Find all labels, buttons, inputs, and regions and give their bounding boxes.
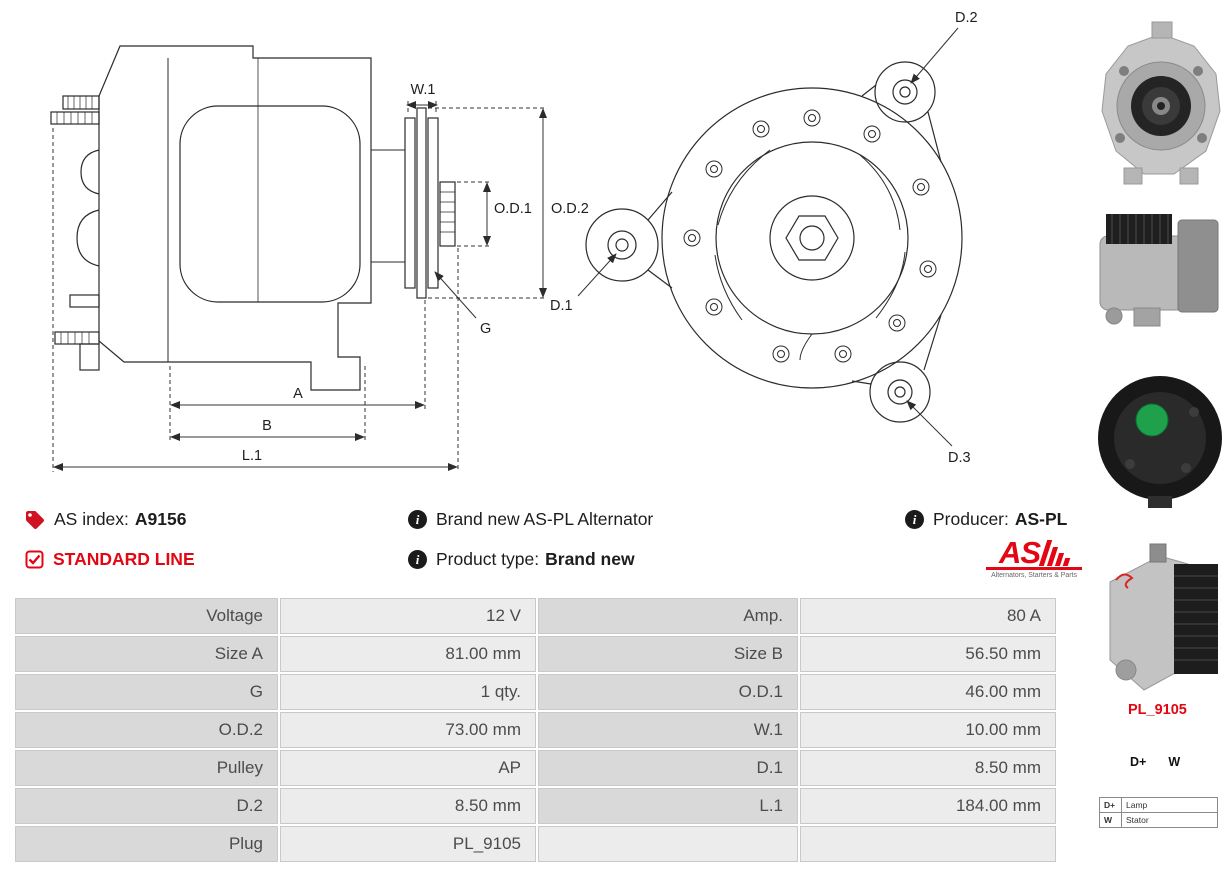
- spec-table: Voltage 12 V Amp. 80 A Size A 81.00 mm S…: [15, 598, 1056, 862]
- front-view-leaders: [577, 27, 959, 447]
- spec-value: PL_9105: [280, 826, 536, 862]
- aspl-logo-stripes: [1038, 540, 1071, 566]
- spec-value: 1 qty.: [280, 674, 536, 710]
- spec-value: 12 V: [280, 598, 536, 634]
- spec-label: Pulley: [15, 750, 278, 786]
- spec-value: 10.00 mm: [800, 712, 1056, 748]
- dim-label-w1: W.1: [411, 82, 436, 98]
- dim-label-b: B: [262, 418, 272, 434]
- spec-value: [800, 826, 1056, 862]
- brand-new-row: i Brand new AS-PL Alternator: [408, 509, 653, 530]
- spec-label: O.D.1: [538, 674, 798, 710]
- producer-value: AS-PL: [1014, 509, 1068, 529]
- product-photo-angled: [1096, 538, 1226, 703]
- tag-icon: [26, 510, 44, 529]
- spec-value: 8.50 mm: [800, 750, 1056, 786]
- aspl-logo-caption: Alternators, Starters & Parts: [991, 572, 1077, 579]
- dim-label-d3: D.3: [948, 450, 971, 466]
- spec-label: Size A: [15, 636, 278, 672]
- checkbox-icon: [25, 550, 44, 569]
- product-photo-front: [1094, 16, 1228, 201]
- product-photo-rear: [1090, 368, 1230, 517]
- dim-label-l1: L.1: [242, 448, 262, 464]
- spec-label: Size B: [538, 636, 798, 672]
- legend-row: W Stator: [1099, 812, 1218, 828]
- spec-label: Amp.: [538, 598, 798, 634]
- spec-value: 81.00 mm: [280, 636, 536, 672]
- info-icon: i: [408, 510, 427, 529]
- dim-label-a: A: [293, 386, 303, 402]
- producer-label: Producer:: [933, 509, 1009, 529]
- spec-label: O.D.2: [15, 712, 278, 748]
- spec-label: [538, 826, 798, 862]
- info-icon: i: [408, 550, 427, 569]
- dim-label-d1: D.1: [550, 298, 573, 314]
- legend-value: Lamp: [1121, 797, 1218, 813]
- legend-value: Stator: [1121, 812, 1218, 828]
- aspl-logo-text: AS: [998, 535, 1041, 570]
- aspl-logo: AS Alternators, Starters & Parts: [986, 536, 1082, 579]
- legend-key: W: [1099, 812, 1122, 828]
- spec-value: AP: [280, 750, 536, 786]
- side-view-drawing: [50, 45, 456, 391]
- product-type-value: Brand new: [545, 549, 635, 569]
- spec-value: 8.50 mm: [280, 788, 536, 824]
- dim-label-g: G: [480, 321, 491, 337]
- product-type-row: i Product type: Brand new: [408, 549, 635, 570]
- terminal-dplus: D+: [1130, 755, 1147, 769]
- dim-label-od2: O.D.2: [551, 201, 589, 217]
- aspl-logo-rule: [986, 567, 1082, 570]
- producer-row: i Producer: AS-PL: [905, 509, 1067, 530]
- terminal-markings: D+ W: [1130, 755, 1180, 769]
- dim-label-od1: O.D.1: [494, 201, 532, 217]
- spec-label: G: [15, 674, 278, 710]
- spec-value: 73.00 mm: [280, 712, 536, 748]
- spec-label: D.2: [15, 788, 278, 824]
- plug-code: PL_9105: [1128, 702, 1187, 718]
- as-index-value: A9156: [134, 509, 187, 529]
- as-index-label: AS index:: [54, 509, 129, 529]
- info-icon: i: [905, 510, 924, 529]
- terminal-w: W: [1168, 755, 1181, 769]
- spec-label: Plug: [15, 826, 278, 862]
- terminal-legend: D+ Lamp W Stator: [1099, 797, 1218, 828]
- standard-line-row: STANDARD LINE: [25, 549, 195, 570]
- spec-value: 80 A: [800, 598, 1056, 634]
- product-photo-side: [1094, 208, 1230, 339]
- technical-drawing: W.1 O.D.1 O.D.2 G A B L.1: [50, 10, 978, 472]
- legend-key: D+: [1099, 797, 1122, 813]
- spec-value: 184.00 mm: [800, 788, 1056, 824]
- legend-row: D+ Lamp: [1099, 797, 1218, 813]
- spec-label: D.1: [538, 750, 798, 786]
- spec-value: 46.00 mm: [800, 674, 1056, 710]
- as-index-row: AS index: A9156: [25, 509, 186, 530]
- spec-label: Voltage: [15, 598, 278, 634]
- front-view-drawing: [585, 61, 963, 423]
- dim-label-d2: D.2: [955, 10, 978, 26]
- spec-value: 56.50 mm: [800, 636, 1056, 672]
- brand-new-text: Brand new AS-PL Alternator: [436, 509, 654, 529]
- standard-line-label: STANDARD LINE: [53, 549, 195, 569]
- side-view-dimensions: [52, 98, 547, 472]
- spec-label: L.1: [538, 788, 798, 824]
- product-type-label: Product type:: [436, 549, 540, 569]
- spec-label: W.1: [538, 712, 798, 748]
